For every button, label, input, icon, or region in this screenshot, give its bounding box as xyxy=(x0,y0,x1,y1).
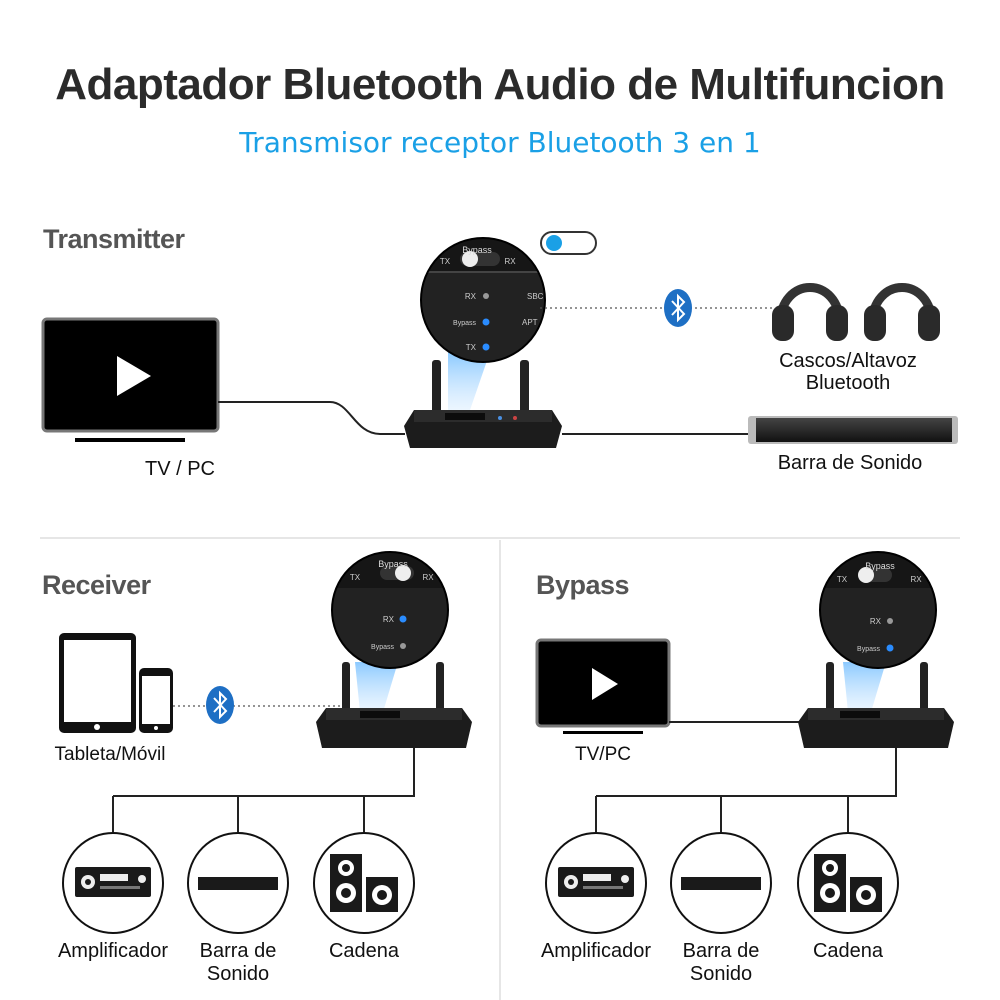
label-soundbar-1: Barra de xyxy=(682,940,760,962)
zoom-led-bypass-r: Bypass xyxy=(371,644,394,651)
zoom-beam xyxy=(448,352,490,410)
speakers-circle xyxy=(797,832,899,934)
zoom-switch-left-r: TX xyxy=(350,573,361,582)
label-tv-pc: TV / PC xyxy=(144,458,215,480)
zoom-switch-right-r: RX xyxy=(422,573,434,582)
amplifier-circle xyxy=(62,832,164,934)
bluetooth-icon xyxy=(206,686,234,724)
zoom-beam xyxy=(355,662,398,712)
zoom-side-1-t: SBC xyxy=(527,292,544,301)
phone-icon xyxy=(139,668,173,733)
label-soundbar-2: Sonido xyxy=(206,963,270,985)
label-tablet-mobile: Tableta/Móvil xyxy=(54,744,166,765)
label-headphones-1: Cascos/Altavoz xyxy=(779,350,917,372)
label-tv-pc-bypass: TV/PC xyxy=(575,744,631,765)
soundbar-icon xyxy=(748,416,958,444)
zoom-led-bypass-t: Bypass xyxy=(453,320,476,327)
zoom-switch-title-t: Bypass xyxy=(462,245,492,255)
bluetooth-adapter-device xyxy=(798,662,954,748)
label-amplifier: Amplificador xyxy=(57,940,169,962)
section-heading-transmitter: Transmitter xyxy=(43,224,185,254)
label-soundbar-1: Barra de xyxy=(199,940,277,962)
section-heading-bypass: Bypass xyxy=(536,570,630,600)
zoom-led-rx-b: RX xyxy=(870,617,882,626)
zoom-switch-title-r: Bypass xyxy=(378,559,408,569)
page-title: Adaptador Bluetooth Audio de Multifuncio… xyxy=(55,60,945,109)
tv-icon xyxy=(535,638,671,734)
zoom-switch-right-t: RX xyxy=(504,257,516,266)
label-soundbar-2: Sonido xyxy=(689,963,753,985)
bluetooth-adapter-device xyxy=(404,360,562,448)
zoom-led-rx-t: RX xyxy=(465,292,477,301)
zoom-led-rx-r: RX xyxy=(383,615,395,624)
soundbar-circle xyxy=(670,832,772,934)
bluetooth-adapter-device xyxy=(316,662,472,748)
bluetooth-icon xyxy=(664,289,692,327)
page-subtitle: Transmisor receptor Bluetooth 3 en 1 xyxy=(239,126,761,159)
amplifier-circle xyxy=(545,832,647,934)
zoom-switch-title-b: Bypass xyxy=(865,561,895,571)
label-stereo: Cadena xyxy=(328,940,400,962)
label-soundbar: Barra de Sonido xyxy=(777,452,923,474)
label-headphones-2: Bluetooth xyxy=(805,372,891,394)
headphones-icon xyxy=(772,283,940,341)
zoom-led-tx-t: TX xyxy=(466,343,477,352)
tablet-icon xyxy=(59,633,136,733)
zoom-led-bypass-b: Bypass xyxy=(857,646,880,653)
cable-tv xyxy=(218,401,405,435)
zoom-beam xyxy=(843,662,886,712)
zoom-side-2-t: APT xyxy=(522,318,538,327)
zoom-switch-left-b: TX xyxy=(837,575,848,584)
zoom-panel-transmitter xyxy=(420,237,546,363)
speakers-circle xyxy=(313,832,415,934)
toggle-switch-icon xyxy=(540,231,597,255)
zoom-switch-right-b: RX xyxy=(910,575,922,584)
section-heading-receiver: Receiver xyxy=(42,570,151,600)
tv-icon xyxy=(41,317,220,442)
output-wiring-receiver xyxy=(112,748,415,832)
zoom-panel-bypass xyxy=(819,551,937,669)
label-stereo: Cadena xyxy=(812,940,884,962)
output-wiring-bypass xyxy=(595,748,897,832)
zoom-switch-left-t: TX xyxy=(440,257,451,266)
soundbar-circle xyxy=(187,832,289,934)
label-amplifier: Amplificador xyxy=(540,940,652,962)
